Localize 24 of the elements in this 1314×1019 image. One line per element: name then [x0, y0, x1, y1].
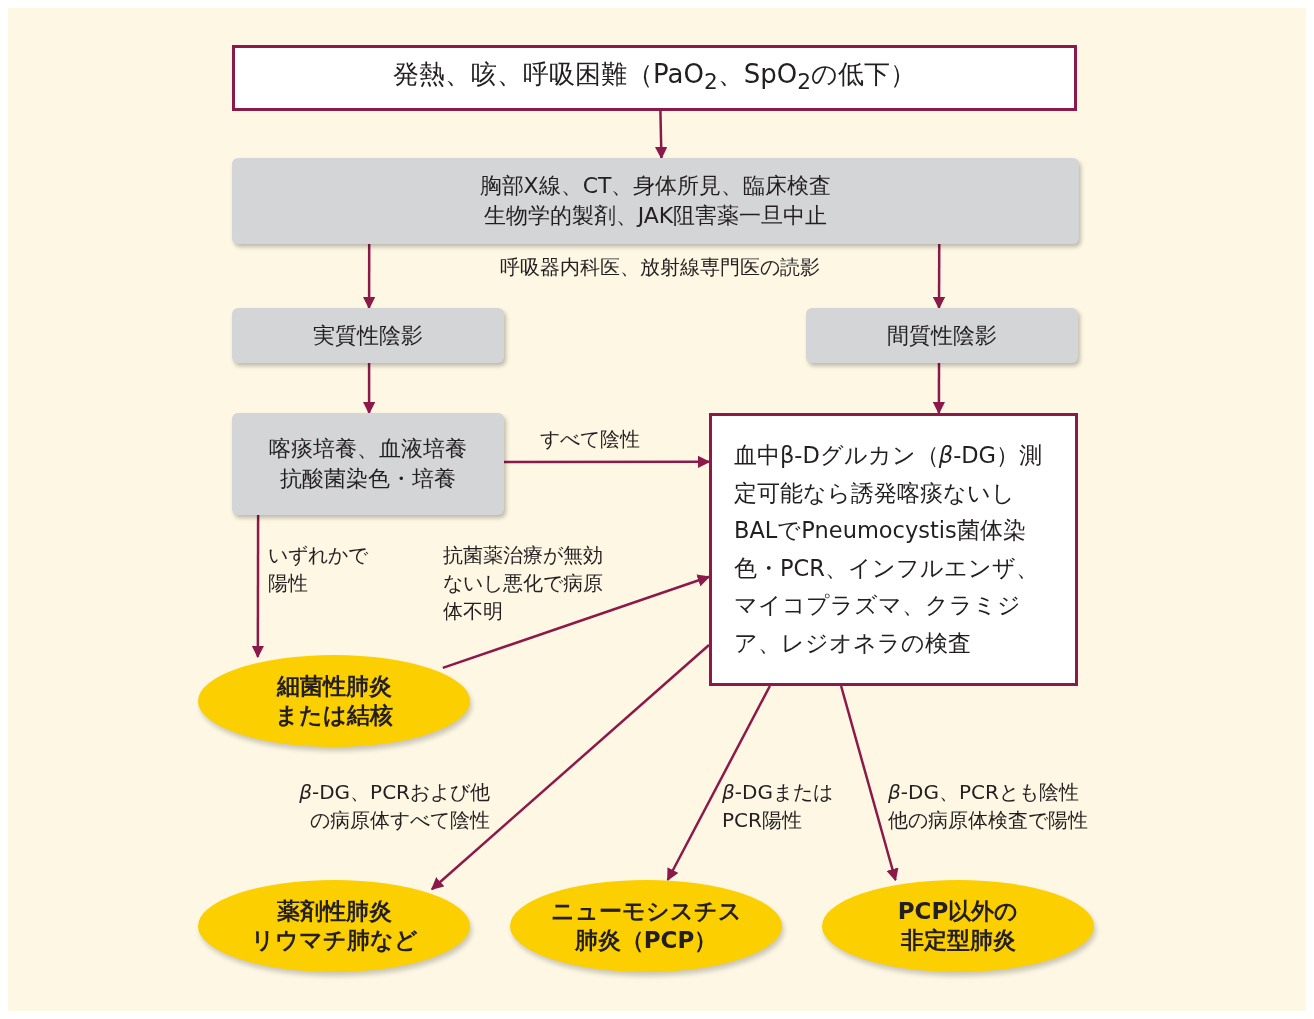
- arrow: [504, 455, 711, 469]
- process-box: 血中β-Dグルカン（β-DG）測定可能なら誘発喀痰ないしBALでPneumocystis菌体染色・PCR、インフルエンザ、マイコプラズマ、クラミジア、レジオネラの検査: [709, 413, 1078, 686]
- arrow: [932, 244, 946, 310]
- edge-label: β-DG、PCRおよび他の病原体すべて陰性: [298, 779, 490, 834]
- edge-label: β-DGまたはPCR陽性: [722, 779, 834, 834]
- arrow: [251, 515, 265, 659]
- process-box: 喀痰培養、血液培養 抗酸菌染色・培養: [232, 413, 504, 515]
- edge-label: いずれかで陽性: [268, 542, 369, 597]
- process-box: 実質性陰影: [232, 308, 504, 363]
- edge-label: β-DG、PCRとも陰性他の病原体検査で陽性: [888, 779, 1089, 834]
- note-text: 呼吸器内科医、放射線専門医の読影: [499, 254, 821, 281]
- arrow: [839, 685, 899, 882]
- arrow: [442, 574, 711, 670]
- process-box: 胸部X線、CT、身体所見、臨床検査 生物学的製剤、JAK阻害薬一旦中止: [232, 158, 1079, 244]
- process-box: 間質性陰影: [806, 308, 1078, 363]
- process-box: 発熱、咳、呼吸困難（PaO$_{2}$、SpO$_{2}$の低下）: [232, 45, 1077, 111]
- edge-label: 抗菌薬治療が無効ないし悪化で病原体不明: [443, 542, 604, 625]
- arrow: [654, 110, 668, 160]
- arrow: [666, 685, 771, 882]
- arrow: [362, 363, 376, 415]
- edge-label: すべて陰性: [540, 426, 641, 453]
- arrow: [431, 644, 710, 891]
- arrow: [362, 244, 376, 310]
- arrow: [932, 363, 946, 415]
